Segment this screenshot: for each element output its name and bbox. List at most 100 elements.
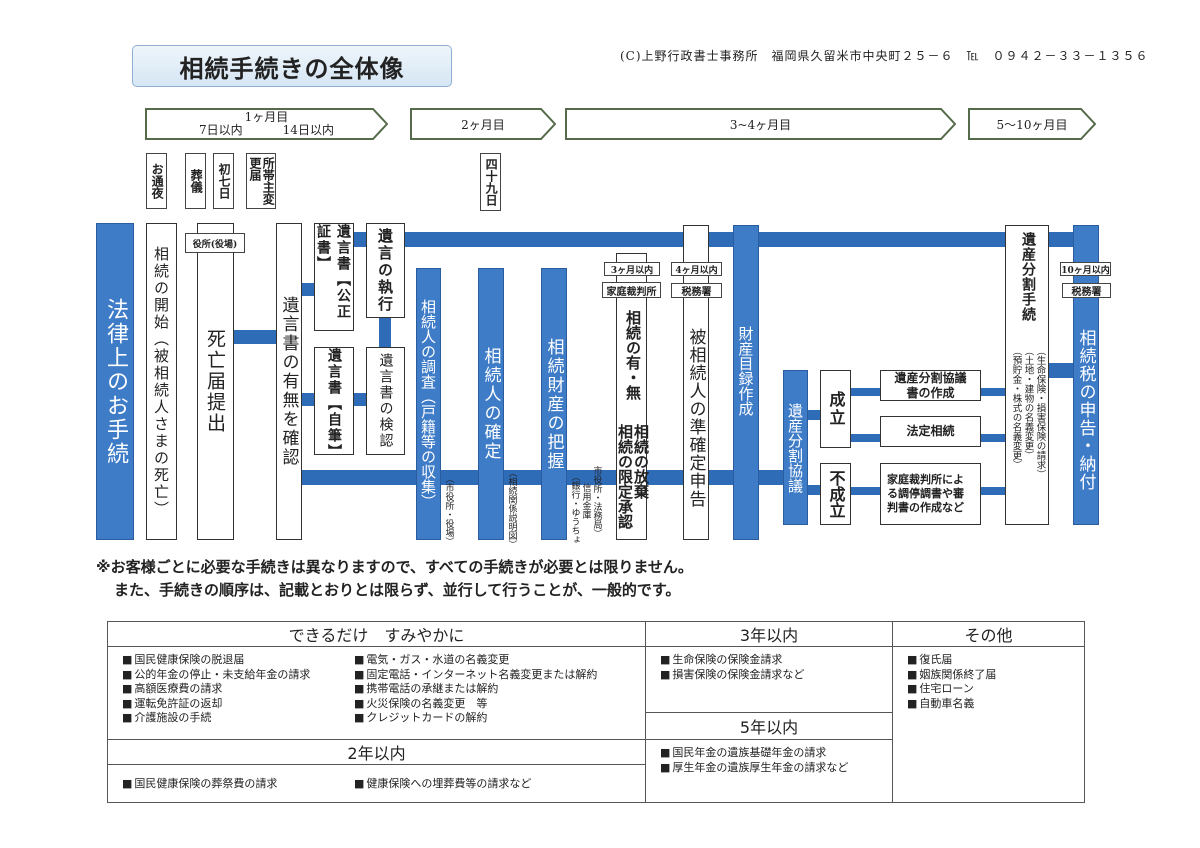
other-body: 復氏届姻族関係終了届住宅ローン自動車名義 [892, 646, 1085, 803]
estate-note-2: 信用金庫 [580, 483, 591, 519]
month2-label: 2ヶ月目 [461, 117, 505, 132]
list-item: 火災保険の名義変更 等 [354, 697, 640, 712]
list-item: 復氏届 [907, 653, 1084, 668]
list-item: 国民健康保険の脱退届 [122, 653, 340, 668]
month3-4-label: 3~4ヶ月目 [729, 117, 792, 132]
heir-fix-column: 相続人の確定 [478, 268, 504, 540]
division-procedure-box: 遺産分割手続 （生命保険・損害保険の請求） （土地・建物の名義変更） （預貯金・… [1005, 225, 1049, 525]
event-otsuya: お通夜 [146, 153, 167, 209]
estate-column: 相続財産の把握 [541, 268, 567, 540]
legal-share-box: 法定相続 [880, 416, 981, 447]
heir-survey-column: 相続人の調査（戸籍等の収集） [416, 268, 441, 540]
timeline-month3-4: 3~4ヶ月目 [565, 108, 956, 140]
list-item: 高額医療費の請求 [122, 682, 340, 697]
event-sogi: 葬儀 [185, 153, 206, 209]
y2-header: 2年以内 [107, 739, 646, 765]
connector-top [353, 232, 1075, 247]
list-item: 厚生年金の遺族厚生年金の請求など [660, 761, 892, 776]
procedure-note-deposits: （預貯金・株式の名義変更） [1010, 346, 1022, 470]
y3-body: 生命保険の保険金請求損害保険の保険金請求など [645, 646, 893, 713]
list-item: 国民健康保険の葬祭費の請求 [122, 777, 340, 792]
will-probate-box: 遺言書の検認 [366, 347, 405, 455]
not-agreed-box: 不成立 [820, 463, 851, 525]
asap-header: できるだけ すみやかに [107, 621, 646, 647]
renunciation-text: 相続の放棄 [632, 424, 650, 499]
days-row: 7日以内 14日以内 [199, 123, 334, 137]
connector-notagreed [807, 485, 821, 495]
estate-note-1: （銀行・ゆうちょ [569, 472, 580, 544]
agreed-box: 成立 [820, 370, 851, 448]
procedure-note-insurance: （生命保険・損害保険の請求） [1034, 346, 1046, 479]
month1-label: 1ヶ月目 [244, 109, 289, 124]
list-item: 国民年金の遺族基礎年金の請求 [660, 746, 892, 761]
connector-inhtax [1048, 363, 1073, 378]
inheritance-start-box: 相続の開始（被相続人さまの死亡） [146, 223, 177, 540]
list-item: 公的年金の停止・未支給年金の請求 [122, 668, 340, 683]
list-item: 携帯電話の承継または解約 [354, 682, 640, 697]
acceptance-deadline: 3ヶ月以内 [604, 262, 660, 276]
note-line-1: ※お客様ごとに必要な手続きは異なりますので、すべての手続きが必要とは限りません。 [96, 558, 693, 576]
inventory-column: 財産目録作成 [733, 225, 759, 540]
legal-procedures-column: 法律上のお手続 [96, 223, 134, 540]
estate-note-3: 市役所・法務局） [591, 466, 602, 538]
list-item: 損害保険の保険金請求など [660, 668, 892, 683]
days7-label: 7日以内 [199, 123, 243, 137]
list-item: 自動車名義 [907, 697, 1084, 712]
y5-body: 国民年金の遺族基礎年金の請求厚生年金の遺族厚生年金の請求など [645, 739, 893, 803]
tax-office-label: 税務署 [671, 283, 722, 298]
connector-execute [379, 318, 391, 348]
list-item: 生命保険の保険金請求 [660, 653, 892, 668]
event-shonanoka: 初七日 [213, 153, 234, 209]
connector-holo [301, 393, 315, 406]
quasi-return-deadline: 4ヶ月以内 [671, 262, 722, 276]
timeline-month1: 1ヶ月目 7日以内 14日以内 [145, 108, 388, 140]
court-mediation-box: 家庭裁判所による調停調書や審判書の作成など [880, 463, 981, 525]
list-item: 電気・ガス・水道の名義変更 [354, 653, 640, 668]
notarized-will-box: 遺言書【公正証書】 [314, 223, 354, 331]
event-setainushi: 所帯主変更届 [246, 153, 276, 209]
family-court-label: 家庭裁判所 [602, 282, 661, 298]
division-procedure-title: 遺産分割手続 [1020, 232, 1036, 322]
other-header: その他 [892, 621, 1085, 647]
page-title: 相続手続きの全体像 [132, 45, 452, 87]
days14-label: 14日以内 [282, 123, 334, 137]
connector-notarized [301, 283, 315, 296]
office-label: 役所(役場) [185, 233, 245, 253]
holographic-will-box: 遺言書【自筆】 [314, 347, 354, 460]
procedure-note-real-estate: （土地・建物の名義変更） [1022, 346, 1034, 460]
agreement-doc-box: 遺産分割協議書の作成 [880, 370, 981, 401]
timeline-month2: 2ヶ月目 [410, 108, 556, 140]
acceptance-box: 相続の有・無 相続の放棄 相続の限定承認 [616, 253, 650, 540]
y2-body: 国民健康保険の葬祭費の請求 健康保険への埋葬費等の請求など [107, 764, 646, 803]
office-contact: (C)上野行政書士事務所 福岡県久留米市中央町２５－６ ℡ ０９４２－３３－１３… [620, 49, 1149, 63]
asap-body: 国民健康保険の脱退届公的年金の停止・未支給年金の請求高額医療費の請求運転免許証の… [107, 646, 646, 740]
connector-death [233, 330, 276, 344]
will-check-box: 遺言書の有無を確認 [276, 223, 302, 540]
connector-division [807, 410, 821, 420]
month5-10-label: 5～10ヶ月目 [996, 117, 1068, 132]
event-shijukunichi: 四十九日 [480, 153, 501, 211]
list-item: 固定電話・インターネット名義変更または解約 [354, 668, 640, 683]
list-item: 姻族関係終了届 [907, 668, 1084, 683]
connector-probate [353, 393, 367, 406]
y3-header: 3年以内 [645, 621, 893, 647]
list-item: 健康保険への埋葬費等の請求など [354, 777, 640, 792]
list-item: クレジットカードの解約 [354, 711, 640, 726]
inheritance-tax-deadline: 10ヶ月以内 [1060, 262, 1111, 276]
inheritance-tax-office: 税務署 [1062, 283, 1111, 298]
timeline-month5-10: 5～10ヶ月目 [968, 108, 1096, 140]
list-item: 住宅ローン [907, 682, 1084, 697]
list-item: 運転免許証の返却 [122, 697, 340, 712]
y5-header: 5年以内 [645, 712, 893, 740]
note-line-2: また、手続きの順序は、記載とおりとは限らず、並行して行うことが、一般的です。 [114, 581, 681, 599]
heir-fix-note: （相続関係説明図） [506, 468, 517, 549]
list-item: 介護施設の手続 [122, 711, 340, 726]
death-notice-box: 死亡届提出 [197, 223, 234, 540]
quasi-return-box: 被相続人の準確定申告 [683, 225, 709, 540]
heir-survey-note: （市役所・役場） [443, 474, 454, 546]
limited-acceptance-text: 相続の限定承認 [616, 424, 634, 529]
will-execution-box: 遺言の執行 [366, 223, 405, 318]
other-procedures-table: できるだけ すみやかに 3年以内 その他 国民健康保険の脱退届公的年金の停止・未… [107, 621, 1085, 803]
division-column: 遺産分割協議 [783, 370, 808, 525]
acceptance-text: 相続の有・無 [624, 310, 642, 400]
